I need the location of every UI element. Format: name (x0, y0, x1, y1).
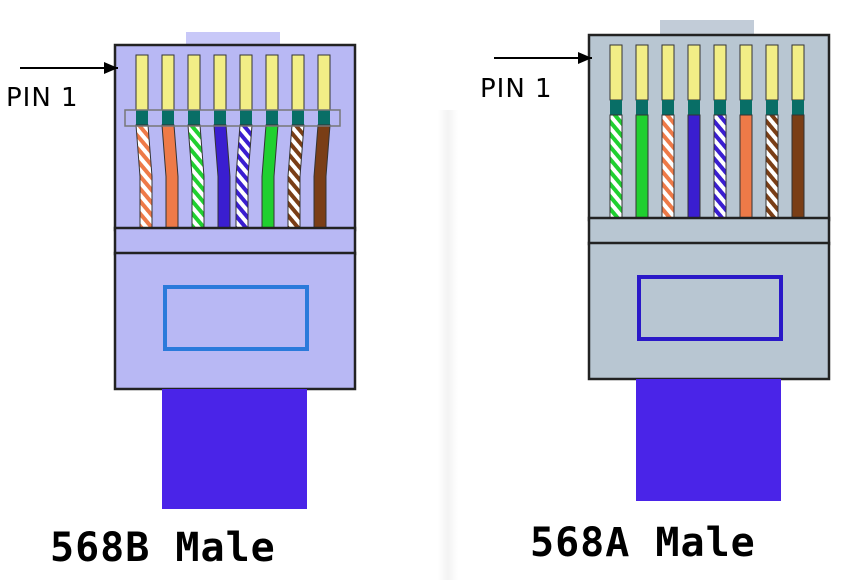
wire-8-brown (791, 114, 805, 219)
wire-5-blue-white-striped (713, 114, 727, 219)
pin-7 (291, 54, 305, 111)
cable (162, 389, 307, 509)
collar (113, 226, 357, 256)
contact-1 (136, 110, 148, 125)
caption-568b: 568B Male (50, 525, 276, 571)
pin-3 (187, 54, 201, 111)
contact-5 (714, 100, 726, 115)
connector-568a: PIN 1 (474, 0, 861, 520)
wire-1-green-white-striped (609, 114, 623, 219)
pin-1-label: PIN 1 (6, 83, 79, 113)
divider (438, 110, 458, 580)
contact-3 (662, 100, 674, 115)
pin-1-arrowhead (578, 52, 592, 64)
contact-3 (188, 110, 200, 125)
wire-group (609, 44, 805, 219)
pin-7 (765, 44, 779, 101)
connector-head (587, 33, 831, 222)
connector-568a-drawing: PIN 1 (480, 20, 831, 501)
pin-2 (161, 54, 175, 111)
contact-5 (240, 110, 252, 125)
caption-568a: 568A Male (530, 520, 756, 566)
wire-7-brown-white-striped (765, 114, 779, 219)
contact-1 (610, 100, 622, 115)
pin-6 (739, 44, 753, 101)
contact-4 (688, 100, 700, 115)
connector-568b-drawing: PIN 1 (6, 32, 357, 509)
top-tab (186, 32, 280, 46)
pin-4 (213, 54, 227, 111)
contact-4 (214, 110, 226, 125)
contact-8 (318, 110, 330, 125)
pin-3 (661, 44, 675, 101)
contact-7 (766, 100, 778, 115)
pin-6 (265, 54, 279, 111)
pin-5 (713, 44, 727, 101)
pin-2 (635, 44, 649, 101)
contact-6 (266, 110, 278, 125)
pin-1 (135, 54, 149, 111)
contact-6 (740, 100, 752, 115)
pin-1-arrowhead (104, 62, 118, 74)
connector-568b: PIN 1 (0, 0, 440, 520)
wire-6-orange (739, 114, 753, 219)
contact-7 (292, 110, 304, 125)
pin-8 (317, 54, 331, 111)
pin-5 (239, 54, 253, 111)
contact-2 (162, 110, 174, 125)
contact-8 (792, 100, 804, 115)
cable (636, 379, 781, 501)
wire-group (135, 54, 331, 229)
collar (587, 216, 831, 246)
contact-bar (124, 109, 341, 127)
pin-1-label: PIN 1 (480, 74, 553, 104)
contact-2 (636, 100, 648, 115)
pin-8 (791, 44, 805, 101)
wire-4-blue (687, 114, 701, 219)
wire-2-green (635, 114, 649, 219)
latch-window (637, 275, 783, 341)
latch-window (163, 285, 309, 351)
top-tab (660, 20, 754, 35)
latch-body (587, 241, 831, 381)
wire-3-orange-white-striped (661, 114, 675, 219)
pin-1 (609, 44, 623, 101)
pin-4 (687, 44, 701, 101)
latch-body (113, 251, 357, 391)
